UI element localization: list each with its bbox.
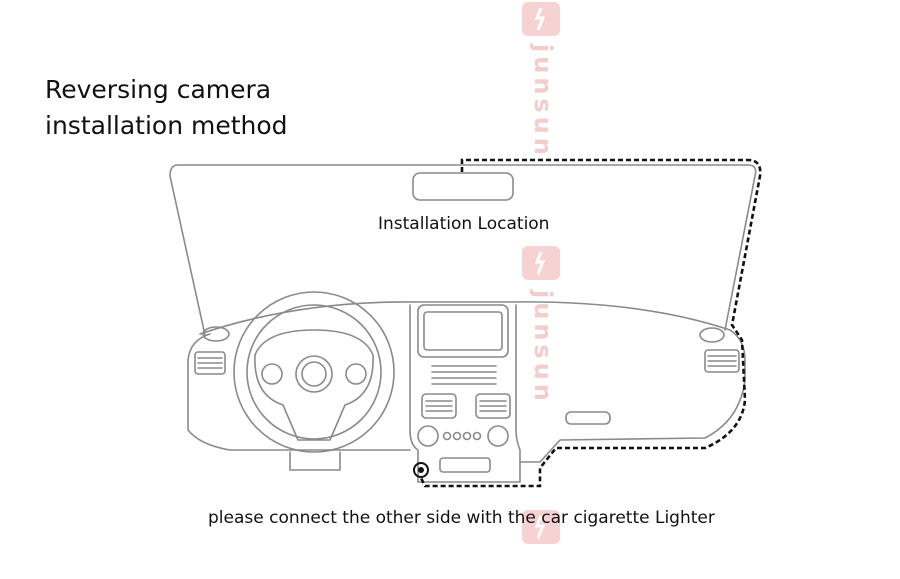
climate-knob-right (487, 425, 509, 447)
connect-note: please connect the other side with the c… (208, 508, 715, 528)
rear-view-mirror (412, 172, 514, 201)
watermark-logo-icon (522, 246, 560, 280)
steering-hub (254, 329, 374, 441)
console-slots (431, 365, 497, 385)
cable-route (419, 158, 762, 488)
cigarette-lighter-icon (413, 462, 429, 478)
dashboard-top (199, 301, 746, 381)
climate-knob-left (417, 425, 439, 447)
left-speaker (202, 326, 230, 342)
right-side-vent (704, 349, 740, 373)
windshield-outline (169, 164, 757, 336)
watermark-text: junsun (529, 290, 557, 405)
watermark-logo-icon (522, 2, 560, 36)
right-speaker (699, 327, 725, 343)
glovebox-handle (565, 411, 611, 425)
installation-location-label: Installation Location (378, 214, 550, 234)
center-vent-right (475, 393, 511, 419)
steering-wheel (233, 291, 395, 453)
head-unit-screen (417, 304, 509, 358)
watermark-logo-icon (522, 510, 560, 544)
title-line-2: installation method (45, 111, 288, 140)
page-title: Reversing camera installation method (45, 72, 288, 144)
center-vent-left (421, 393, 457, 419)
brand-watermark (522, 2, 560, 544)
title-line-1: Reversing camera (45, 75, 272, 104)
center-console (409, 304, 521, 483)
watermark-text: junsun (529, 44, 557, 159)
console-tray (439, 457, 491, 473)
dashboard-lower (187, 359, 411, 451)
left-side-vent (194, 351, 226, 375)
